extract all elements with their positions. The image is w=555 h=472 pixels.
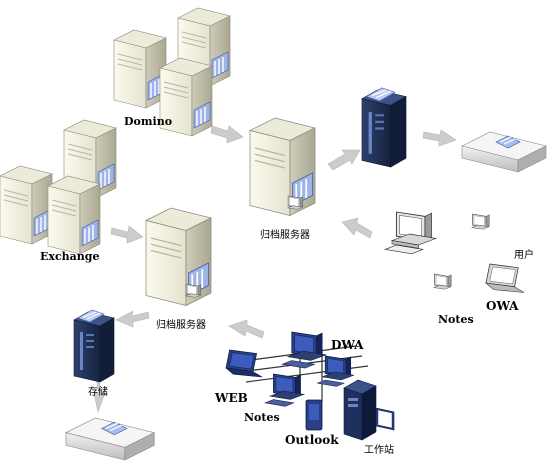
arrow-storage-to-disk-top xyxy=(422,129,457,147)
laptop-icon xyxy=(225,349,263,378)
pda-icon xyxy=(305,399,323,431)
archive-server-top xyxy=(249,117,316,217)
laptop-icon xyxy=(485,263,525,293)
archive-server-left xyxy=(145,207,212,307)
arrow-users-to-archive xyxy=(341,217,373,239)
desktop-computer-icon xyxy=(281,331,327,369)
desktop-computer-icon xyxy=(287,195,304,210)
server-icon xyxy=(249,117,316,217)
workstation-label: 工作站 xyxy=(364,445,394,456)
storage-rack-top xyxy=(361,87,407,168)
web-label: WEB xyxy=(215,391,248,405)
desktop-computer-icon xyxy=(185,283,202,298)
desktop-computer-icon xyxy=(433,273,452,290)
notes-right-label: Notes xyxy=(438,313,474,326)
client-cluster xyxy=(225,331,395,441)
workstation-tower-icon xyxy=(343,379,377,441)
workstation-monitor-icon xyxy=(375,407,395,431)
disk-array-icon xyxy=(65,417,155,461)
desktop-computer-icon xyxy=(384,211,437,255)
owa-label: OWA xyxy=(486,299,519,313)
arrow-archive-to-storage-left xyxy=(115,310,150,328)
exchange-label: Exchange xyxy=(40,250,100,263)
server-icon xyxy=(113,29,167,109)
outlook-label: Outlook xyxy=(285,433,339,447)
archive-server-left-label: 归档服务器 xyxy=(156,320,206,331)
desktop-computer-icon xyxy=(471,213,490,230)
archive-server-top-label: 归档服务器 xyxy=(260,230,310,241)
disk-array-icon xyxy=(461,131,547,173)
storage-label: 存储 xyxy=(88,387,108,398)
disk-array-bottom xyxy=(65,417,155,461)
server-icon xyxy=(0,165,53,245)
storage-rack-icon xyxy=(361,87,407,168)
arrow-clients-to-archive xyxy=(228,319,265,339)
storage-rack-left xyxy=(73,309,115,383)
disk-array-top xyxy=(461,131,547,173)
arrow-archive-to-storage-top xyxy=(327,149,361,171)
flow-arrows xyxy=(93,125,457,414)
server-icon xyxy=(47,175,101,255)
exchange-server-group xyxy=(0,119,117,255)
server-icon xyxy=(145,207,212,307)
notes-bottom-label: Notes xyxy=(244,411,280,424)
users-label: 用户 xyxy=(514,250,534,261)
storage-rack-icon xyxy=(73,309,115,383)
domino-label: Domino xyxy=(124,115,173,128)
arrow-domino-to-archive xyxy=(210,125,244,144)
arrow-exchange-to-archive xyxy=(110,225,144,244)
users-cluster xyxy=(384,211,525,293)
dwa-label: DWA xyxy=(331,338,364,352)
